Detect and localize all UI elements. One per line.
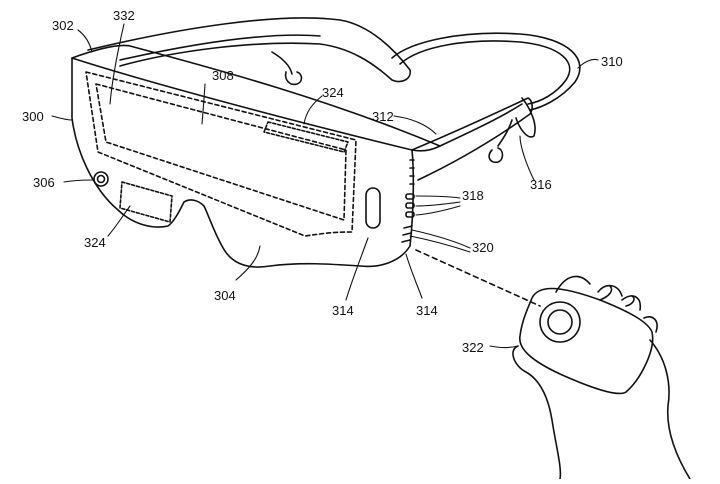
label-302: 302 xyxy=(52,19,74,32)
label-324-top: 324 xyxy=(322,86,344,99)
hand xyxy=(513,276,690,479)
label-324-bottom: 324 xyxy=(84,236,106,249)
front-sensor-324 xyxy=(120,182,172,222)
remote-lens xyxy=(540,302,580,342)
side-port-314 xyxy=(366,188,380,228)
right-temple-arm xyxy=(412,98,532,180)
wireless-link xyxy=(416,250,540,306)
visor-housing xyxy=(72,58,413,267)
label-332: 332 xyxy=(113,9,135,22)
label-310: 310 xyxy=(601,55,623,68)
label-316: 316 xyxy=(530,178,552,191)
left-earbud xyxy=(272,52,302,84)
label-312: 312 xyxy=(372,110,394,123)
left-temple-arm xyxy=(88,18,410,82)
label-314-right: 314 xyxy=(416,304,438,317)
label-306: 306 xyxy=(33,176,55,189)
label-304: 304 xyxy=(214,289,236,302)
label-318: 318 xyxy=(462,189,484,202)
remote-controller-322 xyxy=(520,289,653,394)
button-306 xyxy=(94,172,108,186)
head-strap xyxy=(392,33,580,110)
visor-top-surface xyxy=(72,46,440,151)
label-314-left: 314 xyxy=(332,304,354,317)
right-earbud xyxy=(489,120,512,162)
label-320: 320 xyxy=(472,241,494,254)
label-322: 322 xyxy=(462,341,484,354)
label-308: 308 xyxy=(212,69,234,82)
label-300: 300 xyxy=(22,110,44,123)
